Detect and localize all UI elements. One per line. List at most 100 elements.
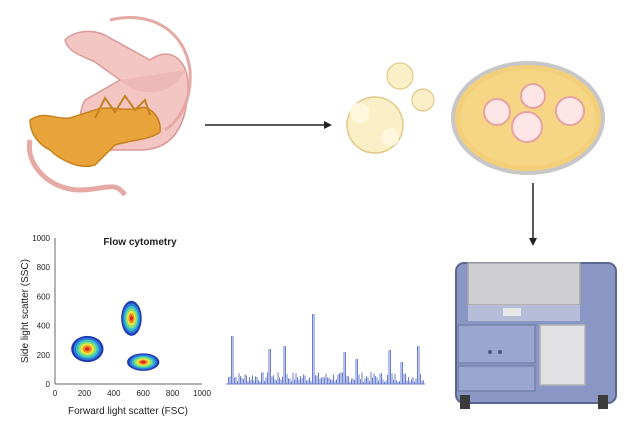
x-axis-label: Forward light scatter (FSC)	[68, 406, 188, 417]
histogram-bar	[237, 381, 238, 384]
histogram-bar	[328, 377, 330, 384]
y-tick-label: 800	[37, 263, 51, 272]
histogram-bar	[375, 376, 376, 384]
y-tick-label: 0	[46, 380, 51, 389]
plot-title: Flow cytometry	[103, 237, 177, 248]
histogram-bar	[238, 373, 240, 384]
histogram-bar	[264, 380, 265, 384]
histogram-bar	[318, 372, 319, 384]
x-tick-label: 400	[107, 389, 121, 398]
histogram-bar	[301, 377, 303, 384]
histogram-bar	[382, 379, 384, 384]
histogram-bar	[310, 381, 312, 384]
histogram-bar	[271, 376, 273, 384]
histogram-bar	[381, 373, 382, 384]
histogram-bar	[304, 375, 306, 384]
histogram-bar	[322, 377, 324, 384]
histogram-bar	[258, 380, 259, 384]
histogram-bar	[279, 377, 280, 384]
histogram-bar	[385, 380, 387, 384]
histogram-bar	[243, 379, 244, 384]
histogram-bar	[417, 346, 418, 384]
histogram-bar	[297, 377, 298, 384]
density-contour	[85, 347, 90, 351]
histogram-bar	[423, 380, 424, 384]
histogram-bar	[268, 349, 270, 384]
histogram-bar	[319, 378, 321, 384]
histogram-bar	[315, 375, 316, 384]
histogram-bar	[331, 379, 333, 384]
histogram-bar	[288, 378, 289, 384]
histogram-bar	[277, 372, 279, 384]
histogram-bar	[348, 376, 349, 384]
histogram-bar	[270, 349, 271, 384]
histogram-bar	[247, 381, 249, 384]
arrow-to-cytometer	[529, 183, 537, 246]
histogram-bar	[418, 346, 420, 384]
x-tick-label: 600	[137, 389, 151, 398]
histogram-bar	[252, 375, 253, 384]
histogram-bar	[408, 377, 409, 384]
histogram-bar	[390, 350, 391, 384]
petri-dish-icon	[451, 61, 605, 175]
histogram-bar	[397, 381, 399, 384]
histogram-bar	[256, 377, 258, 384]
histogram-bar	[283, 346, 285, 384]
histogram-bar	[246, 375, 247, 384]
histogram-bar	[321, 377, 322, 384]
histogram-bar	[280, 379, 282, 384]
histogram-bar	[339, 373, 340, 384]
x-tick-label: 1000	[193, 389, 211, 398]
histogram-bar	[394, 373, 396, 384]
histogram-bar	[345, 352, 346, 384]
histogram-bar	[273, 375, 274, 384]
histogram-bar	[309, 377, 310, 384]
y-tick-label: 600	[37, 292, 51, 301]
y-axis-label: Side light scatter (SSC)	[20, 259, 31, 363]
histogram-bar	[289, 378, 291, 384]
histogram-bar	[412, 377, 414, 384]
histogram-bar	[373, 373, 375, 384]
histogram-bar	[241, 377, 243, 384]
histogram-bar	[294, 379, 295, 384]
histogram-bar	[421, 380, 423, 384]
histogram-bar	[415, 378, 417, 384]
histogram-bar	[357, 359, 358, 384]
histogram-bar	[361, 372, 363, 384]
histogram-bar	[262, 372, 264, 384]
histogram-bars	[228, 314, 424, 384]
histogram-bar	[261, 372, 262, 384]
histogram-bar	[360, 379, 361, 384]
histogram-bar	[259, 381, 261, 384]
histogram-bar	[384, 381, 385, 384]
histogram-bar	[327, 377, 328, 384]
histogram-bar	[399, 381, 400, 384]
histogram-bar	[286, 374, 288, 384]
density-contour	[140, 360, 146, 364]
histogram-bar	[355, 359, 357, 384]
histogram-bar	[267, 372, 268, 384]
histogram-bar	[306, 380, 307, 384]
y-tick-label: 400	[37, 322, 51, 331]
histogram-bar	[379, 374, 381, 384]
histogram-bar	[231, 336, 232, 384]
histogram-bar	[274, 379, 276, 384]
histogram-bar	[300, 375, 301, 384]
histogram-bar	[343, 352, 345, 384]
histogram-bar	[229, 376, 231, 384]
histogram-bar	[330, 379, 331, 384]
histogram-bar	[340, 372, 342, 384]
histogram-bar	[342, 372, 343, 384]
histogram-bar	[333, 374, 334, 384]
histogram-plot	[226, 314, 425, 385]
histogram-bar	[403, 373, 405, 384]
histogram-bar	[409, 381, 411, 384]
histogram-bar	[253, 380, 255, 384]
histogram-bar	[405, 373, 406, 384]
histogram-bar	[393, 379, 394, 384]
histogram-bar	[400, 362, 402, 384]
histogram-bar	[370, 372, 372, 384]
histogram-bar	[240, 376, 241, 384]
